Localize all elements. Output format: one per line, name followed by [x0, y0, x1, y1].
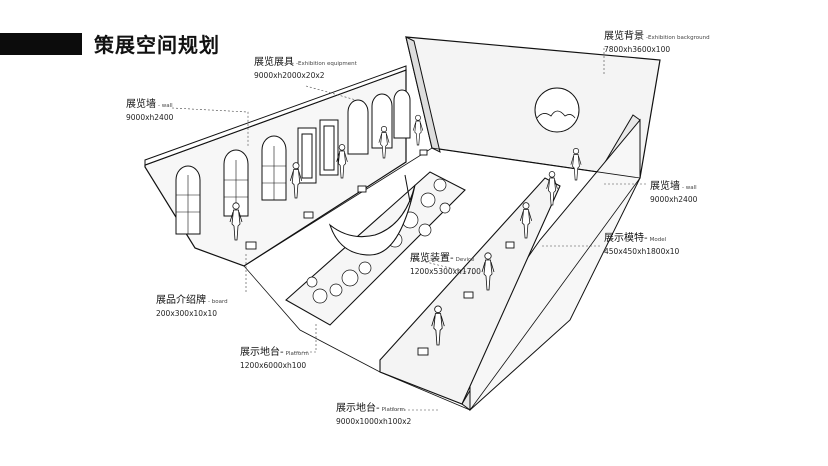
label-model: 展示模特-Model 450x450xh1800x10 — [604, 226, 679, 256]
label-en: -Exhibition background — [646, 35, 710, 41]
label-dimension: 7800xh3600x100 — [604, 45, 671, 55]
label-right-wall: 展览墙- wall 9000xh2400 — [650, 174, 697, 204]
label-en: - wall — [158, 103, 173, 109]
label-bottom-platform: 展示地台-Platform 9000x1000xh100x2 — [336, 396, 411, 426]
label-board: 展品介绍牌- board 200x300x10x10 — [156, 288, 228, 318]
label-en: - wall — [682, 185, 697, 191]
label-zh: 展览墙 — [126, 99, 156, 110]
label-zh: 展品介绍牌 — [156, 295, 206, 306]
moon-circle-decoration — [534, 87, 580, 133]
label-dimension: 200x300x10x10 — [156, 309, 218, 319]
label-exhibition-background: 展览背景-Exhibition background 7800xh3600x10… — [604, 24, 710, 54]
label-dimension: 9000xh2400 — [650, 195, 698, 205]
label-en: Platform — [285, 351, 309, 357]
label-dimension: 9000x1000xh100x2 — [336, 417, 412, 427]
label-en: -Exhibition equipment — [296, 61, 357, 67]
title-bar-accent — [0, 33, 82, 55]
label-zh: 展览装置- — [410, 253, 454, 264]
page-title: 策展空间规划 — [94, 33, 220, 57]
info-boards — [245, 149, 515, 356]
label-dimension: 1200x6000xh100 — [240, 361, 307, 371]
bottom-platform — [379, 177, 561, 405]
label-en: Model — [649, 237, 667, 243]
label-device: 展览装置-Device 1200x5300xh1700 — [410, 246, 481, 276]
door-panels — [297, 119, 339, 184]
label-zh: 展览背景 — [604, 31, 644, 42]
leader-lines — [171, 48, 646, 411]
label-zh: 展览墙 — [650, 181, 680, 192]
label-en: - board — [208, 299, 228, 305]
label-zh: 展览展具 — [254, 57, 294, 68]
label-left-wall: 展览墙- wall 9000xh2400 — [126, 92, 173, 122]
label-dimension: 9000xh2400 — [126, 113, 174, 123]
label-dimension: 9000xh2000x20x2 — [254, 71, 325, 81]
label-en: Platform — [381, 407, 405, 413]
label-en: Device — [455, 257, 475, 263]
label-exhibition-equipment: 展览展具-Exhibition equipment 9000xh2000x20x… — [254, 50, 357, 80]
floor-outline — [243, 147, 641, 411]
left-wall-top — [144, 65, 407, 166]
label-dimension: 1200x5300xh1700 — [410, 267, 481, 277]
label-zh: 展示模特- — [604, 233, 648, 244]
label-dimension: 450x450xh1800x10 — [604, 247, 680, 257]
gondola-device — [328, 184, 416, 256]
back-wall-edge — [405, 36, 441, 153]
label-zh: 展示地台- — [336, 403, 380, 414]
label-zh: 展示地台- — [240, 347, 284, 358]
label-center-platform: 展示地台-Platform 1200x6000xh100 — [240, 340, 309, 370]
